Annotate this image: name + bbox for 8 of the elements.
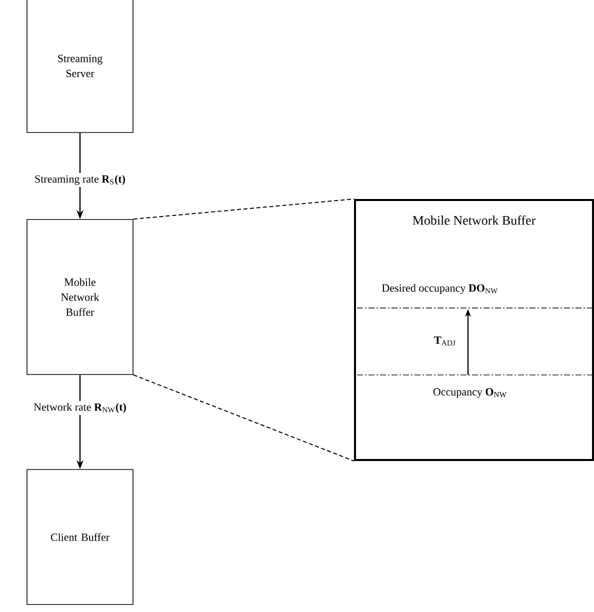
threshold-label: T$_{ADJ}$ (434, 336, 456, 346)
process-box: Streaming Server (26, 0, 134, 133)
edge-label: Streaming rate R$_{S}$(t) (35, 175, 126, 185)
edge-label: Network rate R$_{NW}$(t) (34, 403, 126, 413)
process-box: Client Buffer (26, 469, 134, 605)
threshold-label: Desired occupancy DO$_{NW}$ (382, 284, 498, 294)
threshold-label: Occupancy O$_{NW}$ (433, 388, 507, 398)
process-box: Mobile Network Buffer (26, 219, 134, 375)
